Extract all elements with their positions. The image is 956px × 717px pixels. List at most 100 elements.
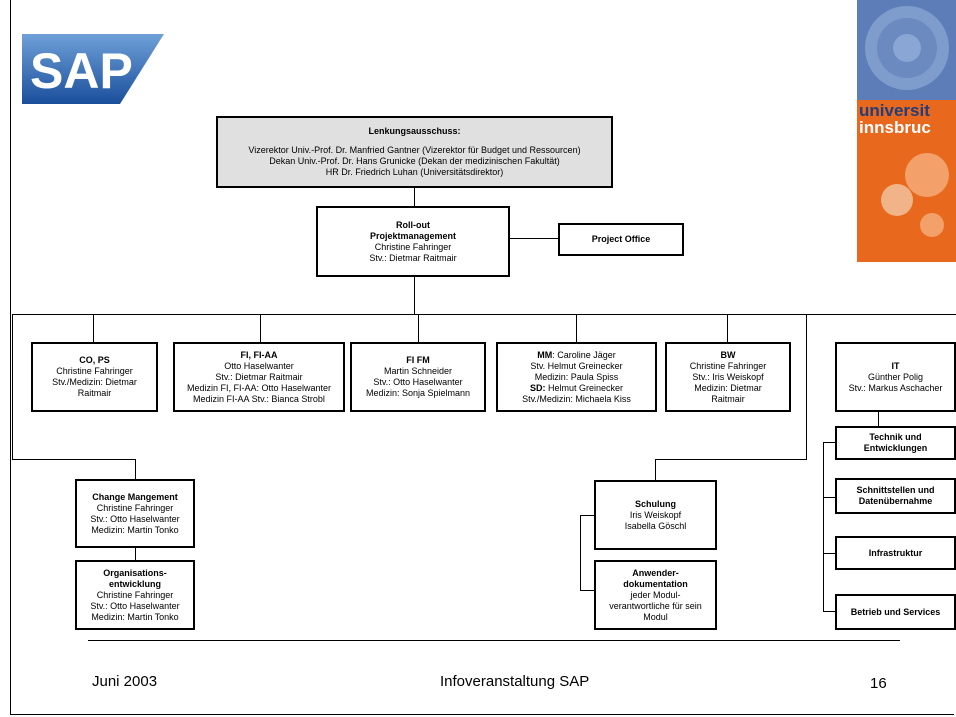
training-box: Schulung Iris Weiskopf Isabella Göschl	[594, 480, 717, 550]
it-sub-box-schnittstellen: Schnittstellen und Datenübernahme	[835, 478, 956, 514]
module-box-mm-sd: MM: Caroline Jäger Stv. Helmut Greinecke…	[496, 342, 657, 412]
connector	[823, 497, 835, 498]
footer-separator	[88, 640, 900, 641]
box-title: Entwicklungen	[863, 443, 928, 453]
module-line: Günther Polig	[867, 371, 924, 382]
box-line: verantwortliche für sein	[609, 600, 702, 611]
organisation-development-box: Organisations- entwicklung Christine Fah…	[75, 560, 195, 630]
sd-name: Helmut Greinecker	[545, 382, 624, 393]
module-box-co-ps: CO, PS Christine Fahringer Stv./Medizin:…	[31, 342, 158, 412]
module-title: CO, PS	[79, 355, 110, 365]
box-title: Technik und	[869, 432, 922, 442]
module-line: Stv.: Dietmar Raitmair	[215, 371, 303, 382]
module-line: Raitmair	[711, 393, 745, 404]
project-management-box: Roll-out Projektmanagement Christine Fah…	[316, 206, 510, 277]
mm-name: : Caroline Jäger	[552, 349, 616, 360]
box-title: Schulung	[635, 498, 676, 509]
steering-line: Dekan Univ.-Prof. Dr. Hans Grunicke (Dek…	[269, 156, 560, 166]
connector	[260, 314, 261, 342]
university-logo: universit innsbruc	[857, 0, 956, 262]
module-line: Christine Fahringer	[56, 366, 133, 376]
module-line: Christine Fahringer	[689, 360, 767, 371]
module-line: Stv. Helmut Greinecker	[530, 360, 623, 371]
box-title: dokumentation	[623, 578, 688, 589]
it-sub-box-infrastruktur: Infrastruktur	[835, 536, 956, 570]
connector	[93, 314, 94, 342]
module-line: Medizin: Dietmar	[694, 382, 762, 393]
module-line: Medizin FI-AA Stv.: Bianca Strobl	[193, 393, 325, 404]
sap-logo: SAP	[22, 34, 164, 104]
box-title: entwicklung	[108, 578, 161, 589]
connector	[414, 188, 415, 206]
it-sub-box-technik: Technik und Entwicklungen	[835, 426, 956, 460]
connector	[727, 314, 728, 342]
pm-title: Projektmanagement	[369, 230, 457, 241]
module-line: Raitmair	[77, 388, 112, 398]
connector	[806, 314, 807, 459]
box-line: Christine Fahringer	[96, 589, 174, 600]
uni-logo-text-2: innsbruc	[859, 118, 931, 137]
box-title: Change Mangement	[92, 491, 178, 502]
connector	[655, 459, 656, 480]
connector	[823, 442, 835, 443]
box-title: Organisations-	[103, 567, 167, 578]
module-title: FI, FI-AA	[240, 349, 278, 360]
connector	[823, 442, 824, 612]
connector	[414, 277, 415, 314]
connector	[655, 459, 807, 460]
box-line: Iris Weiskopf	[629, 509, 682, 520]
module-box-bw: BW Christine Fahringer Stv.: Iris Weisko…	[665, 342, 791, 412]
footer-page-number: 16	[870, 675, 887, 692]
office-title: Project Office	[591, 234, 651, 244]
connector	[576, 314, 577, 342]
footer-title: Infoveranstaltung SAP	[440, 673, 590, 690]
uni-logo-text-1: universit	[859, 101, 930, 120]
connector	[823, 611, 835, 612]
connector	[878, 412, 879, 426]
box-line: Medizin: Martin Tonko	[91, 524, 179, 535]
module-line: MM: Caroline Jäger	[537, 350, 616, 361]
steering-committee-box: Lenkungsausschuss: Vizerektor Univ.-Prof…	[216, 116, 613, 188]
pm-name: Christine Fahringer	[374, 241, 452, 252]
module-line: SD: Helmut Greinecker	[530, 383, 623, 394]
module-box-it: IT Günther Polig Stv.: Markus Aschacher	[835, 342, 956, 412]
module-box-fi-fm: FI FM Martin Schneider Stv.: Otto Haselw…	[350, 342, 486, 412]
box-title: Infrastruktur	[868, 547, 923, 558]
module-line: Otto Haselwanter	[224, 360, 294, 371]
footer-date: Juni 2003	[92, 673, 158, 690]
connector	[580, 515, 594, 516]
module-line: Stv.: Iris Weiskopf	[692, 371, 764, 382]
connector	[12, 314, 956, 315]
connector	[135, 548, 136, 560]
module-line: Stv./Medizin: Dietmar	[52, 377, 137, 387]
box-line: Isabella Göschl	[624, 520, 687, 531]
connector	[418, 314, 419, 342]
sd-label: SD:	[529, 382, 546, 393]
module-line: Stv./Medizin: Michaela Kiss	[522, 393, 631, 404]
module-line: Medizin: Sonja Spielmann	[365, 388, 471, 398]
module-line: Medizin: Paula Spiss	[534, 371, 619, 382]
module-title: IT	[891, 360, 900, 371]
pm-deputy: Stv.: Dietmar Raitmair	[369, 252, 457, 263]
connector	[580, 515, 581, 590]
mm-label: MM	[537, 349, 553, 360]
module-line: Stv.: Otto Haselwanter	[373, 377, 463, 387]
module-line: Stv.: Markus Aschacher	[848, 382, 943, 393]
connector	[12, 314, 13, 459]
box-line: Stv.: Otto Haselwanter	[90, 513, 180, 524]
box-line: Stv.: Otto Haselwanter	[90, 600, 180, 611]
pm-title: Roll-out	[396, 219, 430, 230]
connector	[823, 553, 835, 554]
steering-line: Vizerektor Univ.-Prof. Dr. Manfried Gant…	[248, 145, 581, 155]
project-office-box: Project Office	[558, 223, 684, 256]
box-line: Modul	[643, 611, 668, 622]
box-title: Anwender-	[632, 567, 679, 578]
module-line: Martin Schneider	[383, 366, 453, 376]
box-title: Betrieb und Services	[850, 606, 941, 617]
box-line: Medizin: Martin Tonko	[91, 611, 179, 622]
it-sub-box-betrieb: Betrieb und Services	[835, 594, 956, 630]
module-box-fi: FI, FI-AA Otto Haselwanter Stv.: Dietmar…	[173, 342, 345, 412]
sap-logo-text: SAP	[30, 43, 133, 99]
user-documentation-box: Anwender- dokumentation jeder Modul- ver…	[594, 560, 717, 630]
steering-line: HR Dr. Friedrich Luhan (Universitätsdire…	[325, 167, 504, 177]
